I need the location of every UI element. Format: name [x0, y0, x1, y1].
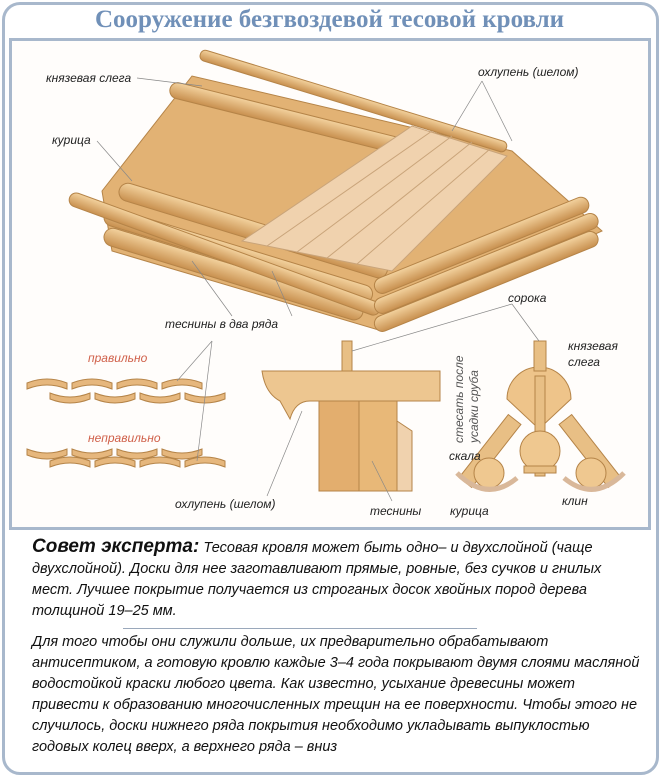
label-ridge-log-right-2: слега: [568, 355, 600, 369]
label-ridge-log-right-1: князевая: [568, 339, 618, 353]
label-tesniny: теснины: [370, 504, 422, 518]
tip-paragraph-1: Тесовая кровля может быть одно– и двухсл…: [32, 540, 602, 619]
label-planks-two-rows: теснины в два ряда: [165, 317, 279, 331]
label-soroka: сорока: [508, 291, 547, 305]
ridge-side-section: [261, 340, 441, 492]
roof-illustration: князевая слега курица охлупень (шелом) т…: [9, 38, 651, 530]
label-ridge-log: князевая слега: [46, 71, 132, 85]
page-title: Сооружение безгвоздевой тесовой кровли: [94, 6, 565, 33]
leader-lines: [96, 77, 540, 502]
label-skala: скала: [449, 449, 481, 463]
label-incorrect: неправильно: [88, 431, 161, 445]
label-trim-2: усадки сруба: [467, 370, 481, 443]
label-kuritsa-bottom: курица: [450, 504, 489, 518]
ridge-cross-section: [455, 340, 626, 492]
plank-rows-correct: [26, 378, 226, 404]
label-klin: клин: [562, 494, 588, 508]
label-kuritsa: курица: [52, 133, 91, 147]
roof-planks: [240, 125, 508, 272]
plank-rows-incorrect: [26, 448, 226, 468]
tip-paragraph-2: Для того чтобы они служили дольше, их пр…: [32, 634, 640, 755]
label-trim-1: стесать после: [452, 355, 466, 443]
tip-heading: Совет эксперта:: [32, 536, 200, 557]
label-okhlupen: охлупень (шелом): [478, 65, 579, 79]
roof-drawing: [26, 49, 626, 502]
label-okhlupen-bottom: охлупень (шелом): [175, 497, 276, 511]
label-correct: правильно: [88, 351, 148, 365]
divider: [123, 628, 477, 629]
expert-tip: Совет эксперта: Тесовая кровля может быт…: [32, 536, 632, 622]
